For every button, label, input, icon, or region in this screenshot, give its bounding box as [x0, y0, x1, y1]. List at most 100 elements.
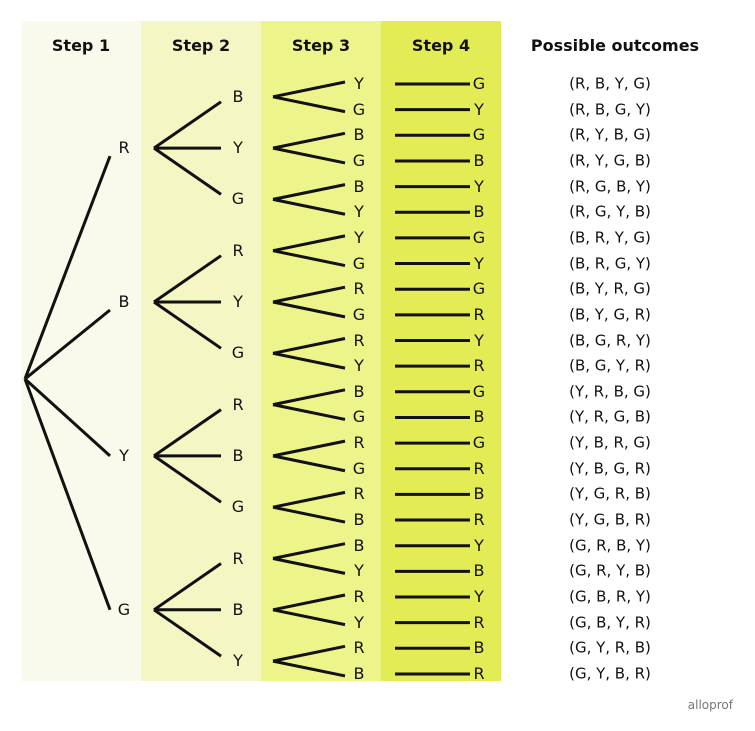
step4-node: Y: [474, 99, 484, 119]
branch-line: [272, 146, 346, 165]
outcome-item: (G, Y, B, R): [569, 664, 651, 683]
step1-header: Step 1: [51, 36, 111, 55]
outcome-item: (R, Y, B, G): [569, 125, 651, 144]
step2-column: [141, 21, 261, 681]
step4-node: Y: [474, 253, 484, 273]
branch-line: [272, 337, 346, 355]
branch-line: [272, 403, 346, 421]
step2-node: B: [232, 599, 244, 619]
outcome-item: (B, Y, R, G): [569, 279, 651, 298]
branch-line: [153, 100, 222, 150]
outcome-item: (B, G, R, Y): [569, 331, 651, 349]
branch-line: [23, 155, 112, 380]
branch-line: [23, 378, 112, 611]
step4-node: R: [473, 304, 485, 324]
outcome-item: (R, G, Y, B): [569, 202, 651, 221]
step3-node: B: [353, 535, 365, 555]
branch-line: [153, 562, 222, 612]
step4-node: G: [472, 279, 486, 299]
step4-node: R: [473, 458, 485, 478]
step4-node: G: [472, 74, 486, 93]
step3-node: R: [353, 587, 365, 606]
step3-node: B: [353, 663, 365, 683]
step1-node: B: [118, 292, 130, 311]
outcome-item: (B, G, Y, R): [569, 356, 651, 375]
outcome-item: (Y, B, G, R): [569, 459, 651, 478]
step3-node: G: [352, 304, 366, 324]
step3-node: Y: [354, 227, 364, 247]
step3-node: B: [353, 510, 365, 530]
branch-line: [272, 439, 346, 458]
branch-line: [272, 644, 346, 663]
branch-line: [272, 505, 346, 524]
outcome-item: (R, B, Y, G): [569, 74, 651, 93]
branch-line: [272, 659, 346, 678]
step2-node: Y: [233, 651, 243, 671]
step4-node: B: [473, 150, 485, 170]
step3-node: B: [353, 125, 365, 145]
outcome-item: (Y, R, B, G): [569, 382, 651, 401]
step3-node: R: [353, 433, 365, 453]
branch-line: [272, 234, 346, 253]
outcome-item: (R, Y, G, B): [569, 151, 651, 170]
step4-node: Y: [474, 330, 484, 350]
outcome-item: (G, B, Y, R): [569, 613, 651, 632]
step4-node: B: [473, 202, 485, 222]
step4-node: R: [473, 663, 485, 683]
step4-node: B: [473, 561, 485, 581]
step3-node: R: [353, 330, 365, 350]
step3-node: R: [353, 638, 365, 658]
outcome-item: (Y, B, R, G): [569, 433, 651, 452]
step2-node: Y: [233, 138, 243, 158]
step2-node: R: [232, 548, 244, 568]
step1-column: [21, 21, 141, 681]
branch-line: [23, 377, 112, 458]
branch-line: [272, 490, 346, 509]
step4-node: R: [473, 356, 485, 376]
outcome-item: (Y, R, G, B): [569, 407, 651, 426]
step4-node: G: [472, 433, 486, 453]
step2-node: Y: [233, 292, 243, 311]
outcome-item: (B, R, G, Y): [569, 254, 651, 273]
step3-node: R: [353, 484, 365, 504]
step4-node: G: [472, 125, 486, 145]
branch-line: [272, 542, 346, 560]
step4-node: G: [472, 381, 486, 401]
step4-node: B: [473, 484, 485, 504]
branch-line: [24, 308, 111, 381]
branch-line: [272, 80, 346, 99]
branch-line: [153, 254, 222, 304]
branch-line: [272, 593, 346, 612]
branch-line: [272, 183, 346, 201]
branch-line: [272, 249, 346, 268]
step4-node: B: [473, 638, 485, 658]
step3-node: G: [352, 253, 366, 273]
step4-node: Y: [474, 535, 484, 555]
step1-node: R: [118, 138, 130, 158]
outcome-item: (Y, G, B, R): [569, 510, 651, 529]
outcome-item: (R, G, B, Y): [569, 177, 651, 196]
step3-node: G: [352, 150, 366, 170]
step3-header: Step 3: [291, 36, 351, 55]
step4-node: R: [473, 612, 485, 632]
branch-line: [272, 131, 346, 150]
step1-node: Y: [119, 445, 129, 465]
branch-line: [272, 608, 346, 627]
step2-node: B: [232, 445, 244, 465]
branch-line: [272, 197, 346, 216]
step3-node: R: [353, 279, 365, 299]
step2-node: G: [231, 497, 245, 517]
step4-node: B: [473, 407, 485, 427]
step3-node: Y: [354, 612, 364, 632]
outcome-item: (Y, G, R, B): [569, 484, 651, 503]
branch-line: [272, 351, 346, 370]
outcome-item: (G, R, B, Y): [569, 536, 651, 555]
branch-line: [272, 285, 346, 304]
outcome-item: (R, B, G, Y): [569, 100, 651, 119]
step3-node: B: [353, 381, 365, 401]
outcome-item: (G, Y, R, B): [569, 638, 651, 657]
outcome-item: (B, R, Y, G): [569, 228, 651, 247]
step3-node: Y: [354, 202, 364, 222]
step3-node: Y: [354, 356, 364, 376]
outcome-item: (G, R, Y, B): [569, 561, 651, 580]
